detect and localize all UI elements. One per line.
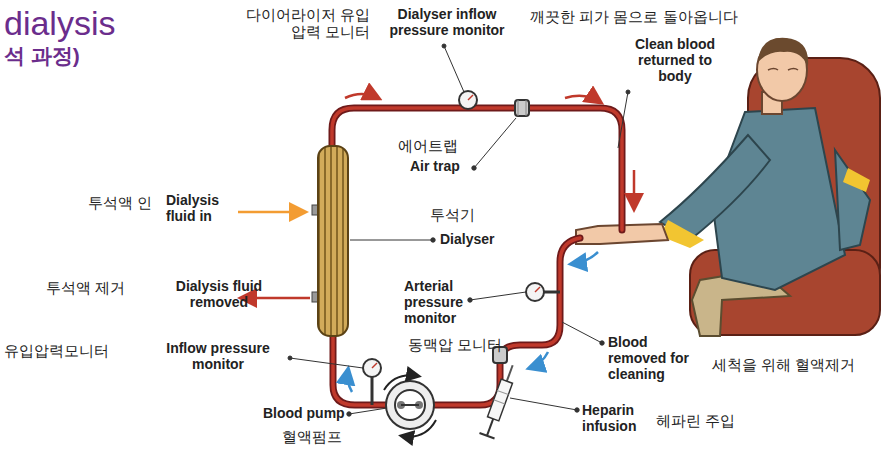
leader-lines [618, 92, 628, 148]
korean-label: 다이어라이저 유입 압력 모니터 [238, 6, 370, 41]
diagram-title: dialysis [4, 4, 115, 43]
leader-lines [288, 44, 630, 416]
part-label: Dialyser [440, 231, 494, 247]
part-label: Inflow pressure monitor [150, 340, 286, 372]
korean-label: 투석기 [430, 206, 475, 223]
leader-lines [562, 322, 602, 343]
pressure-gauges [371, 377, 374, 405]
korean-label: 헤파린 주입 [656, 412, 735, 429]
flow-arrows [238, 94, 634, 392]
blood-tubing [332, 108, 622, 230]
leader-lines [290, 358, 363, 368]
blood-tubing [332, 108, 622, 405]
korean-label: 동맥압 모니터 [408, 336, 502, 353]
heparin-syringe [487, 419, 493, 436]
patient-figure [758, 38, 808, 66]
dialyser-cylinder [312, 146, 348, 336]
korean-label: 투석액 인 [88, 194, 152, 211]
blood-tubing [332, 108, 622, 230]
flow-arrows [530, 352, 548, 368]
air-trap [526, 100, 527, 116]
heparin-syringe [497, 390, 508, 394]
leader-lines [349, 408, 387, 414]
part-label: Blood removed for cleaning [608, 334, 700, 382]
pressure-gauges [526, 283, 544, 301]
flow-arrows [565, 96, 600, 102]
part-label: Dialysis fluid removed [160, 278, 278, 310]
heparin-syringe [494, 400, 505, 404]
leader-lines [474, 118, 516, 168]
patient-figure [843, 168, 870, 192]
flow-arrows [348, 370, 353, 392]
flow-arrows [572, 252, 598, 264]
dialyser-cylinder [318, 146, 348, 336]
korean-label: 혈액펌프 [282, 428, 342, 445]
pressure-gauges [468, 95, 473, 100]
heparin-syringe [479, 362, 520, 438]
blood-pump [384, 375, 418, 390]
blood-tubing [333, 238, 580, 405]
part-label: Arterial pressure monitor [404, 278, 470, 326]
pressure-gauges [372, 363, 377, 368]
korean-label: 깨끗한 피가 몸으로 돌아옵니다 [530, 8, 738, 25]
leader-lines [472, 166, 476, 170]
part-label: Air trap [410, 158, 460, 174]
korean-label: 유입압력모니터 [4, 342, 109, 359]
leader-lines [470, 292, 526, 300]
pressure-gauges [363, 359, 381, 377]
blood-pump [386, 381, 434, 429]
leader-lines [626, 90, 630, 94]
patient-figure [835, 150, 870, 250]
korean-label: 투석액 제거 [46, 279, 125, 296]
part-label: Dialyser inflow pressure monitor [372, 6, 522, 38]
blood-tubing [333, 238, 580, 405]
pressure-gauges [544, 291, 560, 294]
leader-lines [575, 408, 579, 412]
air-trap [515, 100, 529, 116]
blood-pump [395, 390, 425, 420]
leader-lines [350, 240, 433, 241]
air-trap [515, 100, 529, 116]
blood-pump [402, 420, 436, 437]
patient-figure [768, 69, 798, 71]
pressure-gauges [535, 287, 540, 292]
leader-lines [288, 356, 292, 360]
leader-lines [600, 341, 604, 345]
blood-pump [384, 375, 436, 436]
leader-lines [444, 46, 464, 92]
leader-lines [468, 298, 472, 302]
blood-pump [401, 404, 419, 406]
heparin-syringe [488, 379, 513, 421]
pressure-gauges [459, 91, 477, 109]
leader-lines [431, 238, 435, 242]
leader-lines [442, 44, 446, 48]
part-label: Heparin infusion [582, 402, 652, 434]
leader-lines [510, 398, 577, 410]
heparin-syringe [479, 433, 494, 438]
air-trap [518, 100, 519, 116]
patient-figure [660, 135, 770, 240]
korean-label: 세척을 위해 혈액제거 [712, 356, 855, 373]
part-label: Clean blood returned to body [632, 36, 718, 84]
korean-label: 에어트랩 [398, 137, 458, 154]
part-label: Blood pump [263, 405, 345, 421]
title-fragment: 석 과정) [4, 44, 80, 68]
flow-arrows [345, 94, 378, 98]
heparin-syringe [479, 362, 520, 438]
flow-arrows [633, 170, 636, 208]
flow-arrows [242, 297, 310, 300]
flow-arrows [238, 211, 304, 214]
leader-lines [347, 412, 351, 416]
pressure-gauges [363, 91, 560, 405]
heparin-syringe [507, 365, 513, 381]
part-label: Dialysis fluid in [166, 192, 236, 224]
